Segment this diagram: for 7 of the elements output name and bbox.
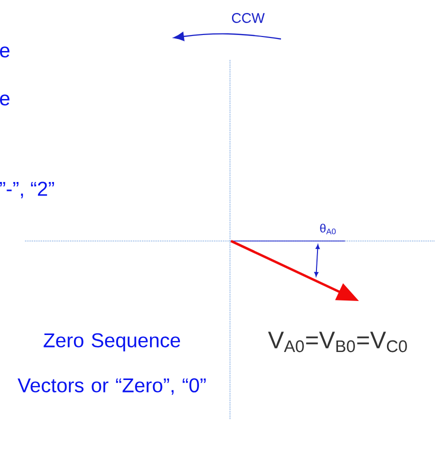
label-text: e [0,94,10,106]
rotation-label: CCW [232,13,265,23]
label-text: e [0,46,10,58]
vector-label: V$_{A0}$=V$_{B0}$=V$_{C0}$ [268,332,407,352]
caption-text: Zero Sequence Vectors or “Zero”, “0” [18,333,206,395]
label-text: ”-”, “2” [0,182,54,198]
angle-label: θ$_{A0}$ [320,224,336,234]
